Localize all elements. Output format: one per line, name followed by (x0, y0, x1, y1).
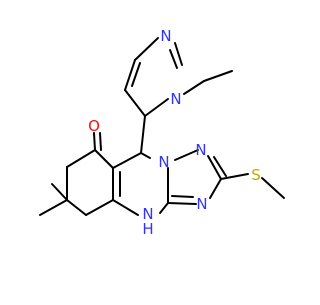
bond (66, 199, 87, 216)
atom-labels: O N N N N N N H S (88, 27, 261, 238)
bond (261, 177, 285, 199)
bond (159, 202, 169, 214)
bond (167, 202, 197, 205)
bond (171, 195, 194, 198)
bond (174, 149, 199, 161)
structure-diagram: O N N N N N N H S (0, 0, 300, 300)
bond (209, 178, 222, 199)
bond (169, 49, 178, 69)
bond (112, 199, 139, 216)
bond (39, 199, 68, 216)
molecule-svg: O N N N N N N H S (0, 0, 300, 300)
triazole-n1-label: N (195, 141, 206, 159)
bond (112, 152, 142, 169)
bond (213, 156, 227, 177)
nh-n-label: N (142, 205, 153, 223)
bond (140, 152, 151, 159)
oxygen-label: O (88, 117, 100, 135)
bond (140, 115, 146, 154)
bond (124, 59, 136, 91)
sulfur-label: S (251, 166, 261, 184)
bond (85, 199, 114, 216)
bond (183, 80, 205, 95)
bond (220, 173, 249, 180)
background (0, 0, 300, 300)
bond (134, 37, 159, 61)
pyrazole-n2-label: N (170, 90, 181, 108)
pyrazole-n1-label: N (160, 27, 171, 45)
bond (207, 155, 222, 180)
nh-h-label: H (142, 220, 153, 238)
bond (174, 42, 183, 66)
bridge-n-label: N (158, 153, 169, 171)
bond (93, 132, 96, 151)
bond (124, 89, 146, 117)
bond (203, 70, 233, 82)
bonds (39, 37, 285, 216)
bond (66, 149, 96, 168)
bond (99, 132, 102, 151)
triazole-n2-label: N (196, 195, 207, 213)
bond (144, 98, 169, 117)
bond (94, 149, 114, 169)
bond (51, 183, 68, 201)
bond (131, 62, 141, 87)
